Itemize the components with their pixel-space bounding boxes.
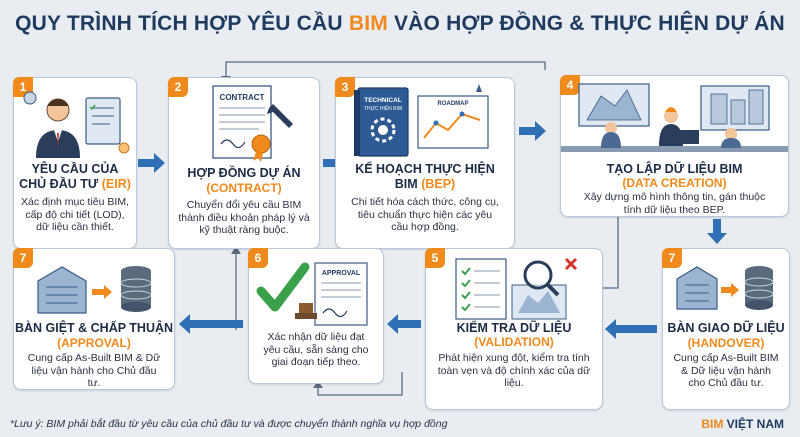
step-number-badge: 6 (248, 248, 268, 268)
step-subtitle: (CONTRACT) (206, 181, 282, 195)
step-number-badge: 7 (13, 248, 33, 268)
step-description: Xác nhận dữ liệu đạt yêu cầu, sẵn sàng c… (263, 331, 369, 368)
feedback-arrowhead-bottom (313, 381, 323, 388)
flow-arrow-down (707, 219, 727, 244)
footnote: *Lưu ý: BIM phải bắt đầu từ yêu cầu của … (10, 418, 448, 430)
brand-part1: BIM (701, 417, 724, 431)
feedback-line-top (225, 61, 546, 80)
brand-logo: BIM VIỆT NAM (701, 417, 784, 431)
approval-doc-label: APPROVAL (322, 270, 361, 277)
step-card-eir: 1 YÊU CẦU CỦA CHỦ ĐẦU TƯ (EIR) Xác định … (13, 77, 137, 249)
step-description: Xây dựng mô hình thông tin, gán thuộc tí… (583, 191, 766, 216)
book-label-1: TECHNICAL (364, 97, 402, 104)
step-description: Cung cấp As-Built BIM & Dữ liệu vận hành… (673, 352, 779, 389)
step-title: KẾ HOẠCH THỰC HIỆN (355, 162, 495, 176)
step-card-contract: 2 CONTRACT HỢP ĐỒNG DỰ ÁN (CONTRACT) Chu… (168, 77, 320, 249)
step-subtitle: (DATA CREATION) (622, 176, 727, 190)
step-title-part: BIM (394, 177, 418, 191)
step-description: Xác định mục tiêu BIM, cấp độ chi tiết (… (21, 196, 129, 233)
brand-part2: VIỆT NAM (723, 417, 784, 431)
title-suffix: VÀO HỢP ĐỒNG & THỰC HIỆN DỰ ÁN (387, 12, 785, 35)
step-description: Cung cấp As-Built BIM & Dữ liệu vận hành… (27, 352, 161, 389)
bim-manual-book-icon: TECHNICAL THỰC HIỆN BIM ROADMAP (354, 84, 489, 157)
validation-checklist-icon (455, 257, 578, 320)
step-card-data-creation: 4 TẠO LẬP DỮ LIỆU BIM (DATA CREATION) Xâ… (560, 75, 789, 217)
step-card-handover: 7 BÀN GIAO DỮ LIỆU (HANDOVER) Cung cấp A… (662, 248, 790, 410)
step-card-final-approval: 7 BÀN GIỆT & CHẤP THUẬN (APPROVAL) Cung … (13, 248, 175, 390)
bim-office-workers-icon (561, 83, 788, 152)
page-title: QUY TRÌNH TÍCH HỢP YÊU CẦU BIM VÀO HỢP Đ… (0, 12, 800, 36)
flow-arrow-right (138, 153, 165, 173)
step-card-bep: 3 TECHNICAL THỰC HIỆN BIM ROADMAP KẾ HOẠ… (335, 77, 515, 249)
step-number-badge: 2 (168, 77, 188, 97)
contract-document-icon: CONTRACT (212, 85, 293, 162)
feedback-arrowhead-left (231, 246, 241, 254)
step-card-validation: 5 KIỂM TRA DỮ LIỆU (VALIDATION) Phát hiệ… (425, 248, 603, 410)
step-title-line2: BIM (BEP) (336, 177, 514, 192)
step-subtitle: (VALIDATION) (474, 335, 554, 349)
building-database-icon (37, 266, 152, 314)
step-title: YÊU CẦU CỦA (31, 162, 119, 176)
contract-doc-label: CONTRACT (220, 93, 265, 102)
roadmap-label: ROADMAP (438, 101, 469, 107)
step-number-badge: 4 (560, 75, 580, 95)
step-description: Phát hiện xung đột, kiểm tra tính toàn v… (437, 352, 591, 389)
title-accent: BIM (348, 12, 388, 35)
flow-arrow-left (387, 314, 421, 334)
feedback-line-bottom (317, 372, 403, 396)
step-subtitle: (EIR) (101, 177, 131, 191)
step-title: BÀN GIỆT & CHẤP THUẬN (14, 321, 174, 335)
step-subtitle: (APPROVAL) (57, 336, 131, 350)
step-title: HỢP ĐỒNG DỰ ÁN (187, 166, 301, 180)
flow-arrow-left (179, 314, 243, 334)
step-title: KIỂM TRA DỮ LIỆU (456, 321, 572, 335)
step-title: TẠO LẬP DỮ LIỆU BIM (606, 162, 743, 176)
step-number-badge: 5 (425, 248, 445, 268)
flow-arrow-left (605, 319, 657, 339)
book-label-2: THỰC HIỆN BIM (364, 104, 402, 112)
step-description: Chuyển đổi yêu cầu BIM thành điều khoản … (178, 199, 310, 236)
flow-arrow-right (519, 121, 546, 141)
step-title: BÀN GIAO DỮ LIỆU (667, 321, 785, 335)
step-card-approval-confirm: 6 APPROVAL Xác nhận dữ liệu đạt yêu cầu,… (248, 248, 384, 384)
step-subtitle: (BEP) (421, 177, 456, 191)
step-subtitle: (HANDOVER) (687, 336, 765, 350)
businessman-icon (23, 91, 130, 158)
approval-document-icon: APPROVAL (256, 262, 368, 326)
step-title-line2: CHỦ ĐẦU TƯ (EIR) (14, 177, 136, 192)
step-title-part: CHỦ ĐẦU TƯ (19, 177, 99, 191)
building-database-icon (676, 266, 774, 310)
step-number-badge: 3 (335, 77, 355, 97)
step-number-badge: 7 (662, 248, 682, 268)
title-prefix: QUY TRÌNH TÍCH HỢP YÊU CẦU (15, 12, 349, 35)
step-description: Chi tiết hóa cách thức, công cụ, tiêu ch… (351, 196, 499, 233)
